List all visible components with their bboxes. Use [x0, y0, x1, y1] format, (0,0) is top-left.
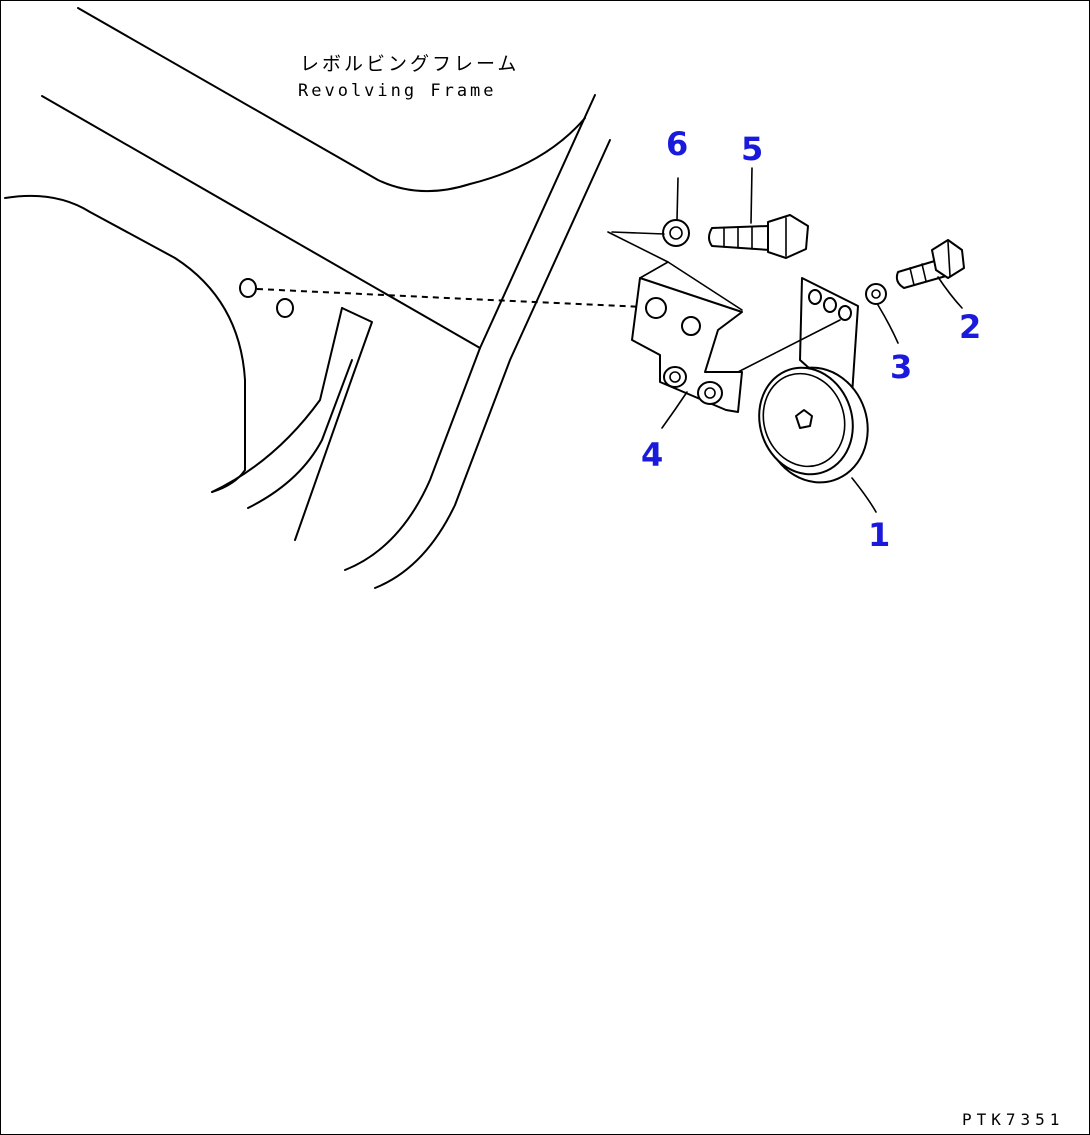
frame-label-japanese: レボルビングフレーム — [300, 53, 519, 75]
mounting-leader — [256, 288, 646, 308]
callout-3: 3 — [890, 348, 912, 386]
horn-part-1 — [758, 366, 869, 484]
callout-6: 6 — [666, 125, 688, 163]
bracket-hole-1 — [645, 297, 667, 319]
lock-washer-part-3 — [865, 283, 887, 305]
callout-leaders — [661, 167, 963, 513]
frame-label-english: Revolving Frame — [298, 81, 497, 101]
mounting-bracket — [607, 231, 743, 413]
frame-hole-1 — [239, 278, 257, 298]
revolving-frame — [4, 7, 611, 589]
frame-hole-2 — [276, 298, 294, 318]
callout-4: 4 — [641, 436, 663, 474]
washer-part-6 — [611, 219, 690, 247]
callout-5: 5 — [741, 130, 763, 168]
bracket-hole-2 — [681, 316, 701, 336]
bolt-part-2 — [895, 239, 965, 289]
drawing-code: PTK7351 — [962, 1110, 1064, 1129]
callout-2: 2 — [959, 308, 981, 346]
callout-1: 1 — [868, 516, 890, 554]
bolt-part-5 — [708, 214, 809, 259]
nut-part-4 — [663, 366, 723, 405]
